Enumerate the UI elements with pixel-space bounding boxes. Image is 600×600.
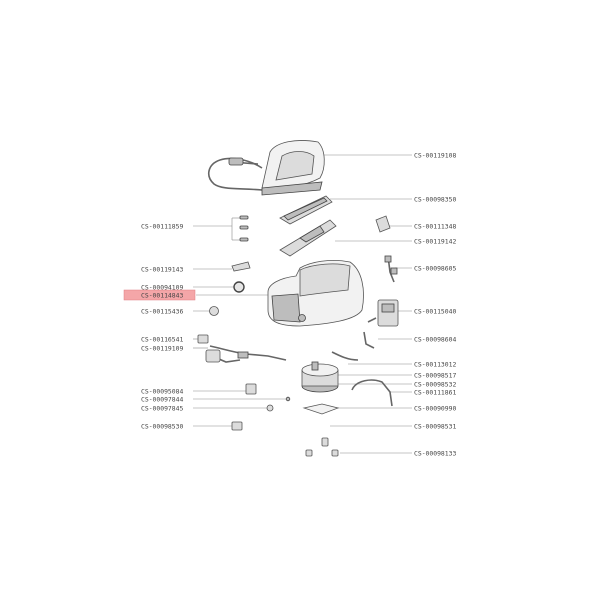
part-label[interactable]: CS-00111861 bbox=[414, 389, 456, 397]
foot-pad-part bbox=[305, 437, 329, 457]
part-label[interactable]: CS-00098517 bbox=[414, 372, 456, 380]
wiring-harness-part bbox=[205, 345, 287, 363]
part-label[interactable]: CS-00098605 bbox=[414, 265, 456, 273]
soleplate-part bbox=[279, 195, 333, 225]
pump-part bbox=[367, 299, 399, 327]
part-label[interactable]: CS-00097844 bbox=[141, 396, 183, 404]
station-housing-part bbox=[267, 260, 364, 327]
switch-part bbox=[197, 334, 209, 344]
part-label[interactable]: CS-00097845 bbox=[141, 405, 183, 413]
screws-part bbox=[239, 215, 249, 242]
boiler-part bbox=[301, 361, 339, 393]
part-label[interactable]: CS-00119109 bbox=[141, 345, 183, 353]
part-label[interactable]: CS-00094109 bbox=[141, 284, 183, 292]
part-label[interactable]: CS-00098133 bbox=[414, 450, 456, 458]
hose-part bbox=[363, 331, 375, 349]
part-label[interactable]: CS-00098604 bbox=[414, 336, 456, 344]
part-label[interactable]: CS-00090990 bbox=[414, 405, 456, 413]
base-plate-part bbox=[279, 219, 337, 257]
part-label-selected[interactable]: CS-00114843 bbox=[141, 292, 183, 300]
pin-part bbox=[285, 396, 291, 402]
iron-body-part bbox=[207, 140, 325, 196]
tube-part bbox=[331, 351, 359, 361]
part-label[interactable]: CS-00115436 bbox=[141, 308, 183, 316]
part-label[interactable]: CS-00119143 bbox=[141, 266, 183, 274]
part-label[interactable]: CS-00095084 bbox=[141, 388, 183, 396]
gasket-part bbox=[302, 403, 340, 415]
selected-label-highlight bbox=[123, 289, 196, 301]
foot-part bbox=[231, 421, 243, 431]
part-label[interactable]: CS-00119108 bbox=[414, 152, 456, 160]
part-label[interactable]: CS-00098530 bbox=[141, 423, 183, 431]
sensor-part bbox=[245, 383, 257, 395]
cord-clip-part bbox=[231, 261, 251, 272]
feet-part bbox=[331, 449, 339, 457]
part-label[interactable]: CS-00115040 bbox=[414, 308, 456, 316]
leader-lines bbox=[193, 154, 412, 454]
part-label[interactable]: CS-00116541 bbox=[141, 336, 183, 344]
cable-part bbox=[384, 255, 398, 283]
part-label[interactable]: CS-00119142 bbox=[414, 238, 456, 246]
knob-part bbox=[209, 306, 219, 316]
part-label[interactable]: CS-00098531 bbox=[414, 423, 456, 431]
pipe-part bbox=[351, 379, 393, 407]
clip-part bbox=[375, 215, 391, 233]
part-label[interactable]: CS-00098350 bbox=[414, 196, 456, 204]
part-label[interactable]: CS-00111859 bbox=[141, 223, 183, 231]
part-label[interactable]: CS-00111348 bbox=[414, 223, 456, 231]
ring-part bbox=[233, 281, 245, 293]
part-label[interactable]: CS-00098532 bbox=[414, 381, 456, 389]
nut-part bbox=[266, 404, 274, 412]
part-label[interactable]: CS-00113012 bbox=[414, 361, 456, 369]
